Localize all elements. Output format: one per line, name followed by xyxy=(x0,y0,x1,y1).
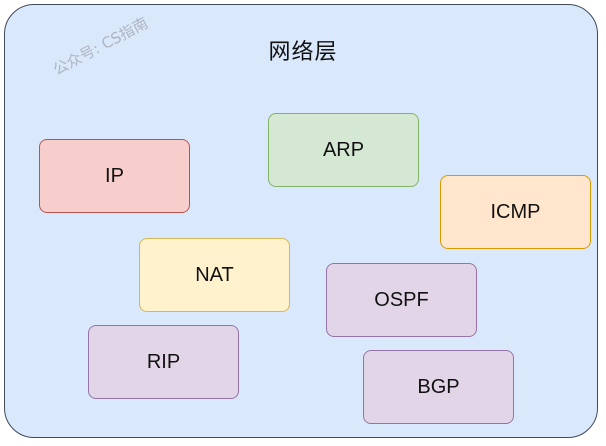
protocol-box-arp: ARP xyxy=(268,113,419,187)
protocol-label-nat: NAT xyxy=(195,263,234,286)
protocol-label-arp: ARP xyxy=(322,138,365,161)
protocol-label-ospf: OSPF xyxy=(374,288,429,311)
protocol-box-nat: NAT xyxy=(139,238,290,312)
protocol-label-rip: RIP xyxy=(146,350,181,373)
protocol-box-rip: RIP xyxy=(88,325,239,399)
protocol-box-ospf: OSPF xyxy=(326,263,477,337)
protocol-label-bgp: BGP xyxy=(417,375,460,398)
protocol-label-ip: IP xyxy=(105,164,124,187)
layer-title: 网络层 xyxy=(268,40,338,65)
protocol-box-icmp: ICMP xyxy=(440,175,591,249)
protocol-label-icmp: ICMP xyxy=(490,200,541,223)
protocol-box-bgp: BGP xyxy=(363,350,514,424)
protocol-box-ip: IP xyxy=(39,139,190,213)
